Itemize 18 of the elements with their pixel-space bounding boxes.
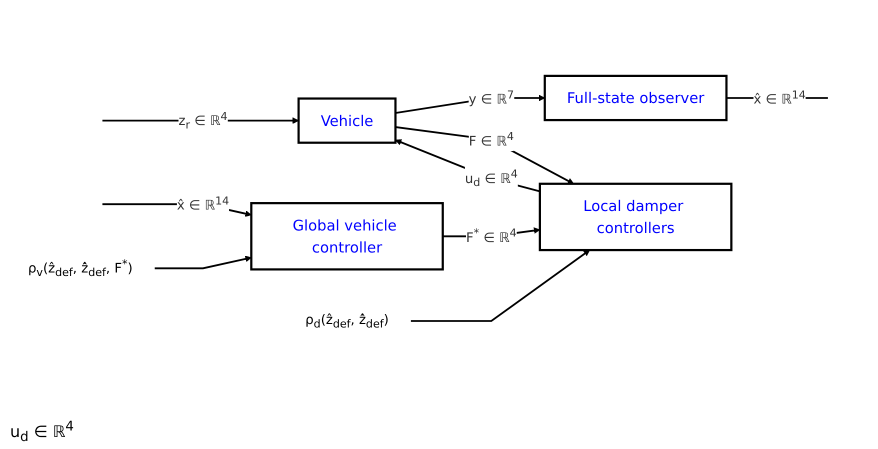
edge-label: z$_{r}$ ∈ ℝ$^{4}$	[178, 110, 228, 132]
arrow	[410, 250, 590, 322]
signal-label: u$_{d}$ ∈ ℝ$^{4}$	[10, 422, 74, 441]
node-box: Local damper controllers	[538, 183, 732, 252]
node-text: ρ$_{v}$(ẑ$_{def}$, ẑ̇$_{def}$, F$^{*}$)	[28, 258, 133, 280]
node-box: Vehicle	[298, 98, 397, 144]
edge-label: F ∈ ℝ$^{4}$	[468, 130, 514, 150]
edge-label: x̂ ∈ ℝ$^{14}$	[176, 194, 230, 214]
edge-label: x̂ ∈ ℝ$^{14}$	[753, 88, 806, 108]
edge-label: F$^{*}$ ∈ ℝ$^{4}$	[466, 226, 517, 246]
node-box: Full-state observer	[544, 75, 728, 122]
arrow	[395, 126, 574, 185]
arrow	[154, 256, 252, 270]
arrow	[395, 140, 540, 193]
edge-label: u$_{d}$ ∈ ℝ$^{4}$	[464, 168, 518, 190]
node-text: ρ$_{d}$(ẑ$_{def}$, ẑ̇$_{def}$)	[305, 312, 389, 331]
node-box: Global vehicle controller	[250, 202, 444, 271]
edge-label: y ∈ ℝ$^{7}$	[468, 88, 514, 108]
